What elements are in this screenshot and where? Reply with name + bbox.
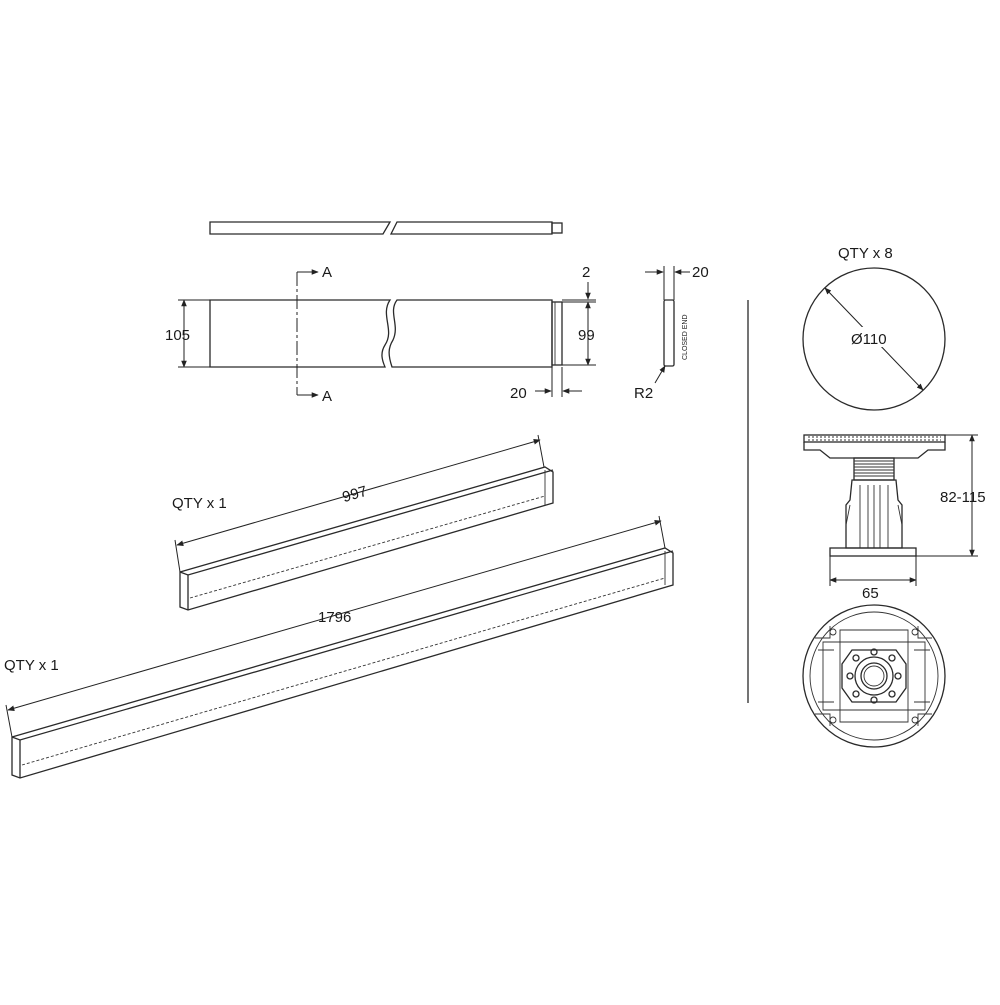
foot-top-view: Ø110 QTY x 8 — [802, 245, 946, 411]
section-mark-top: A — [322, 264, 332, 281]
end-cap-width-label: 20 — [692, 264, 709, 281]
section-right-part — [388, 299, 553, 368]
foot-height-label: 82-115 — [940, 489, 986, 506]
short-profile: 997 QTY x 1 — [172, 434, 554, 611]
foot-diameter-label: Ø110 — [851, 331, 887, 348]
long-profile: 1796 QTY x 1 — [4, 515, 674, 779]
foot-side-view: 82-115 65 — [803, 434, 986, 602]
short-length-label: 997 — [340, 483, 369, 506]
foot-bottom-view — [802, 604, 946, 748]
end-cap-view: 20 R2 CLOSED END — [634, 264, 709, 402]
section-left-part — [209, 299, 392, 368]
inner-height-label: 99 — [578, 327, 595, 344]
section-view: A A 105 99 2 20 — [165, 264, 596, 405]
long-length-label: 1796 — [318, 609, 351, 626]
section-mark-bottom: A — [322, 388, 332, 405]
thickness-label: 2 — [582, 264, 590, 281]
short-profile-outline — [179, 466, 554, 611]
long-length-dimension-line — [7, 520, 662, 711]
end-cap-radius-label: R2 — [634, 385, 653, 402]
section-end-step — [551, 301, 563, 366]
foot-top-circle — [802, 267, 946, 411]
closed-end-note: CLOSED END — [682, 314, 689, 360]
height-label: 105 — [165, 327, 190, 344]
top-strip-view — [209, 221, 563, 235]
long-qty-label: QTY x 1 — [4, 657, 59, 674]
end-length-label: 20 — [510, 385, 527, 402]
short-qty-label: QTY x 1 — [172, 495, 227, 512]
foot-base-label: 65 — [862, 585, 879, 602]
foot-qty-label: QTY x 8 — [838, 245, 893, 262]
end-cap-body — [663, 299, 675, 367]
long-profile-outline — [11, 547, 674, 779]
